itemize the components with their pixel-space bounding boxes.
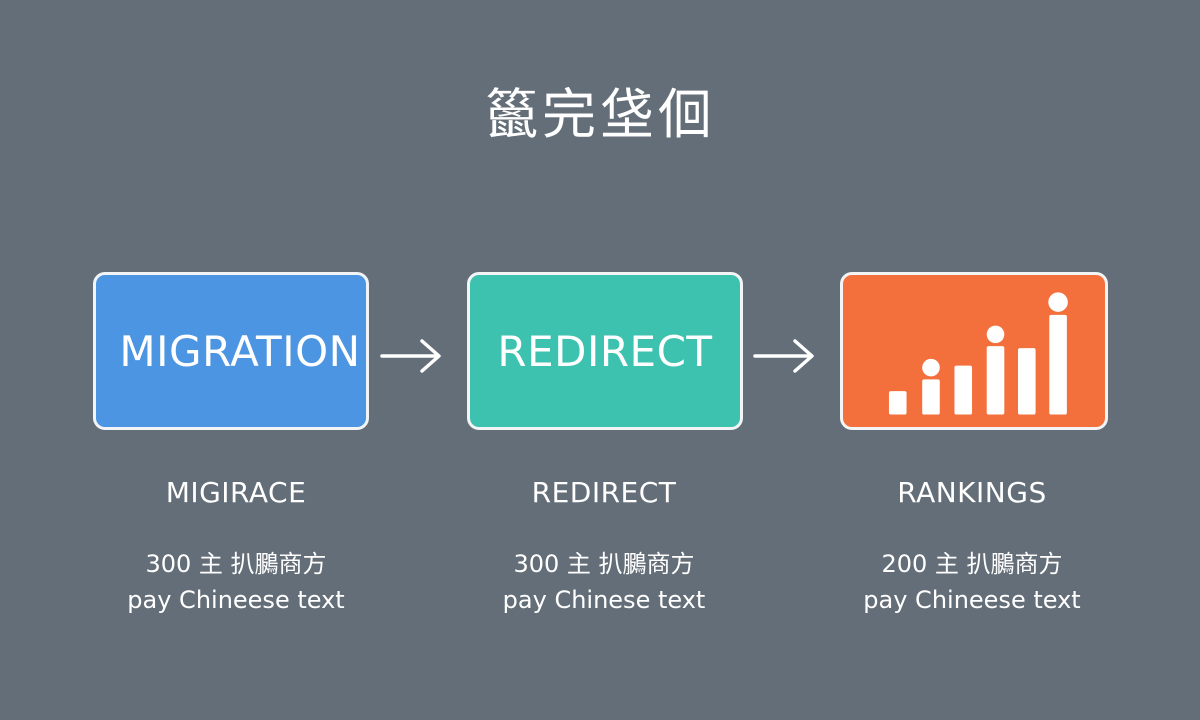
redirect-box-text: REDIRECT xyxy=(497,326,713,376)
step-label-migration: MIGIRACE xyxy=(165,476,307,509)
description-line: 300 主 扒鵩商方 xyxy=(513,550,695,578)
arrow-right-icon xyxy=(753,339,814,373)
bar-chart-icon xyxy=(888,292,1068,415)
arrow-right-icon xyxy=(380,339,441,373)
description-line: 300 主 扒鵩商方 xyxy=(145,550,327,578)
description-line: pay Chineese text xyxy=(863,586,1081,614)
description-line: pay Chinese text xyxy=(502,586,706,614)
step-description-migration: 300 主 扒鵩商方 pay Chineese text xyxy=(76,546,396,618)
page-title: 䉭完垡佪 xyxy=(484,83,716,146)
description-line: pay Chineese text xyxy=(127,586,345,614)
step-label-rankings: RANKINGS xyxy=(897,476,1047,509)
step-label-redirect: REDIRECT xyxy=(531,476,677,509)
rankings-box xyxy=(840,272,1108,430)
redirect-box: REDIRECT xyxy=(467,272,743,430)
migration-box: MIGRATION xyxy=(93,272,369,430)
step-description-redirect: 300 主 扒鵩商方 pay Chinese text xyxy=(444,546,764,618)
step-description-rankings: 200 主 扒鵩商方 pay Chineese text xyxy=(812,546,1132,618)
description-line: 200 主 扒鵩商方 xyxy=(881,550,1063,578)
migration-box-text: MIGRATION xyxy=(119,326,361,376)
